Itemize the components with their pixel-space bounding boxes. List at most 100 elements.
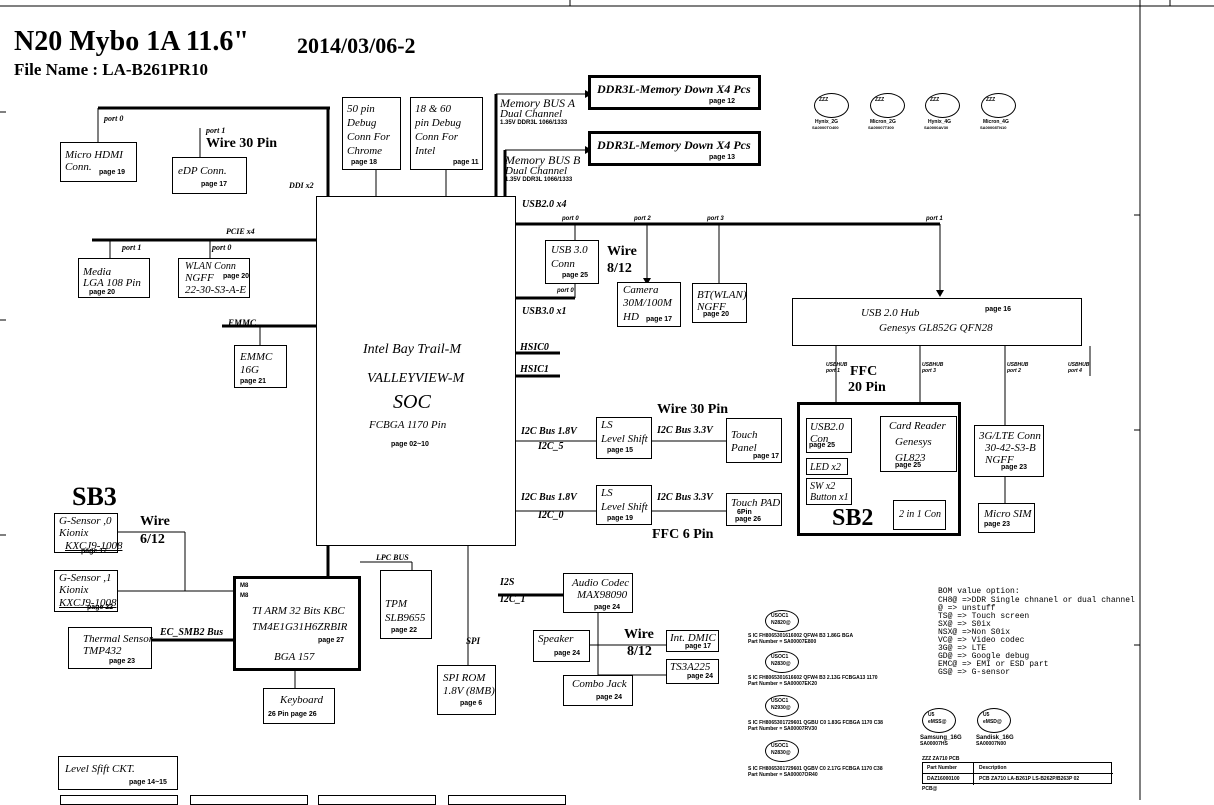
u5-circle-2	[977, 708, 1011, 733]
chip-mark-3: ZZZ	[930, 97, 940, 103]
usoc3-l2: Part Number = SA00007RV30	[748, 726, 817, 732]
ddr-a-page: page 12	[709, 98, 736, 105]
ts-l1: Thermal Sensor	[83, 633, 153, 645]
ac-page: page 24	[594, 604, 621, 611]
bom-line: SX@ => S0ix	[938, 620, 991, 629]
gsensor1-box: G-Sensor ,1 Kionix KXCJ9-1008 page 22	[54, 570, 118, 612]
cj-page: page 24	[596, 694, 623, 701]
soc-box: Intel Bay Trail-M VALLEYVIEW-M SOC FCBGA…	[316, 196, 516, 546]
mem-bus-b2: Dual Channel	[505, 165, 568, 177]
usoc-circle-4	[765, 740, 799, 762]
usb2-port0: port 0	[562, 216, 579, 222]
cr-l3: GL823	[895, 452, 926, 464]
camera-l2: 30M/100M	[623, 297, 672, 309]
sim-label: Micro SIM	[984, 508, 1032, 520]
ac-l2: MAX98090	[577, 589, 628, 601]
chip-2-part: SA00007T300	[868, 125, 894, 130]
bt-l1: BT(WLAN)	[697, 289, 747, 301]
gs1-l3: KXCJ9-1008	[59, 597, 117, 609]
hub-page: page 16	[985, 306, 1012, 313]
mem-bus-a3: 1.35V DDR3L 1066/1333	[500, 120, 568, 126]
usb-hub-box: USB 2.0 Hub Genesys GL852G QFN28 page 16	[792, 298, 1082, 346]
gsensor0-box: G-Sensor ,0 Kionix KXCJ9-1008 page 17	[54, 513, 122, 555]
ddr-a-box: DDR3L-Memory Down X4 Pcs page 12	[588, 75, 761, 110]
usoc3-c1: USOC1	[771, 698, 789, 704]
i2c5-label: I2C_5	[538, 441, 564, 452]
gs0-page: page 17	[81, 548, 108, 555]
bom-line: NSX@ =>Non S0ix	[938, 628, 1011, 637]
pcb-header: ZZZ ZA710 PCB	[922, 756, 960, 762]
usoc1-c2: N2820@	[771, 620, 791, 626]
ts3a-box: TS3A225 page 24	[666, 659, 719, 684]
wlan-l2: NGFF	[185, 272, 214, 284]
lte-l1: 3G/LTE Conn	[979, 430, 1041, 442]
soc-line4: FCBGA 1170 Pin	[369, 419, 447, 431]
gs0-l1: G-Sensor ,0	[59, 515, 112, 527]
hsic1-label: HSIC1	[520, 364, 549, 375]
mem-bus-a2: Dual Channel	[500, 108, 563, 120]
micro-sim-box: Micro SIM page 23	[978, 503, 1035, 533]
emmc-bus-label: EMMC	[228, 318, 257, 328]
gs1-l1: G-Sensor ,1	[59, 572, 112, 584]
kbc-box: M8 M8 TI ARM 32 Bits KBC TM4E1G31H6ZRBIR…	[233, 576, 361, 671]
gs-wire-label: Wire	[140, 514, 170, 529]
camera-box: Camera 30M/100M HD page 17	[617, 282, 681, 327]
debug-intel-l3: Conn For	[415, 131, 459, 143]
usb20-conn-box: USB2.0 Con page 25	[806, 418, 852, 453]
ddr-b-box: DDR3L-Memory Down X4 Pcs page 13	[588, 131, 761, 166]
hub-l2: Genesys GL852G QFN28	[879, 322, 993, 334]
gs1-l2: Kionix	[59, 584, 89, 596]
kb-l1: Keyboard	[280, 694, 323, 706]
usb20-page: page 25	[809, 442, 836, 449]
usb3-conn-box: USB 3.0 Conn page 25	[545, 240, 599, 284]
debug-chrome-l2: Debug	[347, 117, 377, 129]
lte-l2: 30-42-S3-B	[985, 442, 1036, 454]
pcie-label: PCIE x4	[226, 227, 255, 236]
chip-1-part: SA0000TO400	[812, 125, 839, 130]
tp-wire-label: Wire 30 Pin	[657, 402, 729, 417]
lvl-label: Level Sfift CKT.	[65, 763, 135, 775]
ac-l1: Audio Codec	[572, 577, 630, 589]
hub-port3: USBHUB port 3	[922, 362, 944, 374]
rom-l2: 1.8V (8MB)	[443, 685, 495, 697]
usoc1-c1: USOC1	[771, 613, 789, 619]
mem-bus-b: Memory BUS B	[505, 153, 581, 167]
ts-l2: TMP432	[83, 645, 122, 657]
ls2-box: LS Level Shift page 19	[596, 485, 652, 525]
micro-hdmi-box: Micro HDMI Conn. page 19	[60, 142, 137, 182]
emmc-l1: EMMC	[240, 351, 273, 363]
audio-codec-box: Audio Codec MAX98090 page 24	[563, 573, 633, 613]
bom-line: TS@ => Touch screen	[938, 612, 1030, 621]
ddr-b-label: DDR3L-Memory Down X4 Pcs	[597, 138, 751, 152]
usoc4-l1: S IC FH8065301729601 QGBV C0 2.17G FCBGA…	[748, 766, 883, 772]
pcb-divider	[973, 763, 974, 785]
usb2-port2: port 2	[634, 216, 651, 222]
usb3-port0: port 0	[557, 288, 574, 294]
debug-intel-l4: Intel	[415, 145, 436, 157]
speaker-box: Speaker page 24	[533, 630, 590, 662]
ts-page: page 23	[109, 658, 136, 665]
lte-box: 3G/LTE Conn 30-42-S3-B NGFF page 23	[974, 425, 1044, 477]
cam-wire-count: 8/12	[607, 261, 632, 276]
hdmi-page: page 19	[99, 169, 126, 176]
soc-line1: Intel Bay Trail-M	[363, 342, 461, 357]
kbc-l3: BGA 157	[274, 651, 315, 663]
debug-intel-page: page 11	[453, 159, 479, 166]
usb3-conn-l1: USB 3.0	[551, 244, 588, 256]
soc-page: page 02~10	[391, 441, 429, 448]
usoc4-c2: N2830@	[771, 750, 791, 756]
level-shift-ckt-box: Level Sfift CKT. page 14~15	[58, 756, 178, 790]
chip-option-4	[981, 93, 1016, 118]
chip-option-2	[870, 93, 905, 118]
touch-panel-box: Touch Panel page 17	[726, 418, 782, 463]
chip-3-part: SA0000AV30	[924, 125, 949, 130]
tpad-l1: Touch PAD	[731, 497, 781, 509]
u5-1-c1: U5	[928, 712, 935, 718]
dmic-label: Int. DMIC	[670, 632, 716, 644]
wlan-page: page 20	[223, 273, 250, 280]
rom-l1: SPI ROM	[443, 672, 486, 684]
chip-mark-2: ZZZ	[875, 97, 885, 103]
sw-box: SW x2 Button x1	[806, 478, 852, 505]
u5-circle-1	[922, 708, 956, 733]
tpm-l2: SLB9655	[385, 612, 426, 624]
